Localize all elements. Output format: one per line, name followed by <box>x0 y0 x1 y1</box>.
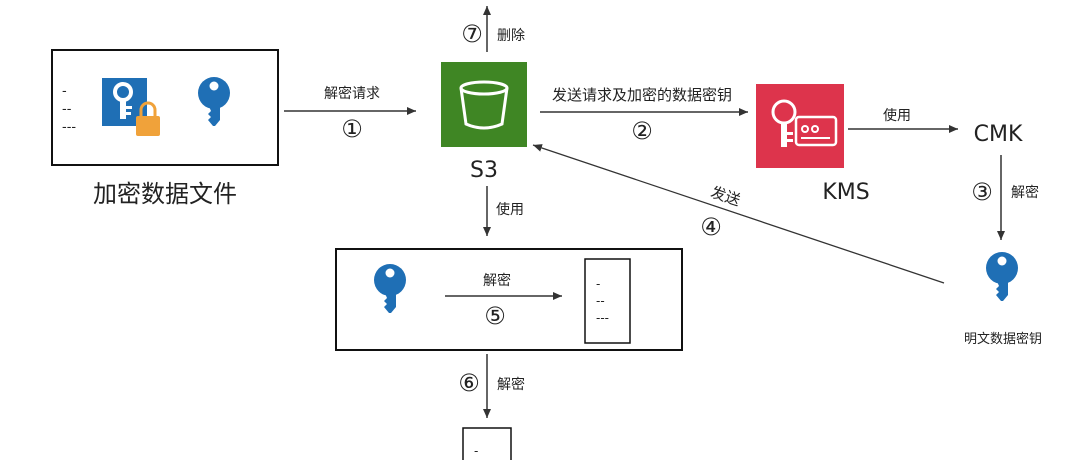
step-7: ⑦ <box>461 20 483 48</box>
step-4: ④ <box>700 213 722 241</box>
encrypted-file-box: - -- --- <box>51 49 279 166</box>
edge-final-decrypt-label: 解密 <box>497 376 525 393</box>
output-line-1: - <box>474 444 478 458</box>
file-line-3: --- <box>62 120 76 135</box>
kms-label: KMS <box>822 180 869 205</box>
output-file: - <box>462 427 512 460</box>
edge-kms-use-label: 使用 <box>883 107 911 124</box>
document-icon: - -- --- <box>584 258 631 344</box>
doc-line-1: - <box>596 277 600 291</box>
edge-s3-use-label: 使用 <box>496 201 524 218</box>
key-icon <box>198 77 230 126</box>
s3-label: S3 <box>470 158 498 183</box>
data-key-icon <box>374 264 406 313</box>
file-line-2: -- <box>62 102 72 117</box>
cmk-label: CMK <box>974 122 1023 147</box>
doc-line-3: --- <box>596 311 609 325</box>
locked-key-icon <box>102 78 160 136</box>
edge-decrypt-request-label: 解密请求 <box>324 85 380 102</box>
decrypt-box: 解密 ⑤ - -- --- <box>335 248 683 351</box>
plaintext-key-label: 明文数据密钥 <box>964 331 1042 347</box>
step-2: ② <box>631 117 653 145</box>
file-line-1: - <box>62 84 67 99</box>
step-5: ⑤ <box>484 302 506 330</box>
plaintext-key-icon <box>986 252 1018 301</box>
step-6: ⑥ <box>458 369 480 397</box>
edge-delete-label: 删除 <box>497 28 525 44</box>
doc-line-2: -- <box>596 294 605 308</box>
step-1: ① <box>341 115 363 143</box>
kms-icon <box>756 84 844 168</box>
encrypted-file-label: 加密数据文件 <box>93 180 237 208</box>
edge-inner-decrypt-label: 解密 <box>483 272 511 289</box>
edge-cmk-decrypt-label: 解密 <box>1011 184 1039 201</box>
edge-send-request-label: 发送请求及加密的数据密钥 <box>552 86 732 104</box>
step-3: ③ <box>971 178 993 206</box>
s3-icon <box>441 62 527 147</box>
